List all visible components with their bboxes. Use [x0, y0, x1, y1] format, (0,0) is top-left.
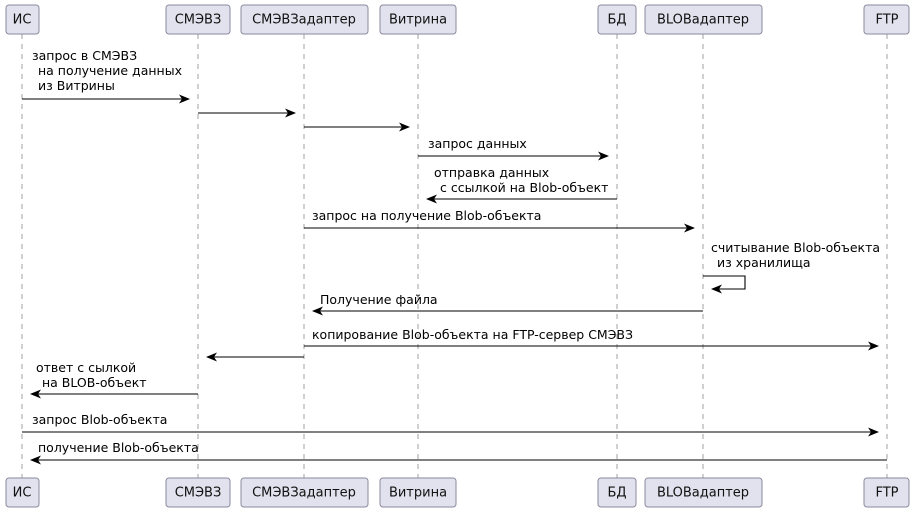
message-label: копирование Blob-объекта на FTP-сервер С… [312, 327, 633, 342]
message-label-line: Получение файла [320, 292, 438, 307]
participant-label: BLOBадаптер [657, 486, 749, 501]
message-label: запрос Blob-объекта [32, 412, 167, 427]
message-label: запрос данных [428, 136, 527, 151]
participant-box [863, 4, 910, 35]
participant-label: ИС [13, 13, 32, 28]
participant-box [5, 477, 40, 508]
participant-is-footer[interactable]: ИС [5, 477, 40, 508]
participant-adapter-footer[interactable]: СМЭВЗадаптер [240, 477, 369, 508]
participant-adapter-header[interactable]: СМЭВЗадаптер [240, 4, 369, 35]
message-label-line: считывание Blob-объекта [711, 240, 880, 255]
message-m9[interactable]: копирование Blob-объекта на FTP-сервер С… [304, 327, 879, 351]
participant-bd-header[interactable]: БД [597, 4, 637, 35]
message-label-line: на BLOB-объект [42, 375, 147, 390]
participant-label: СМЭВЗадаптер [252, 486, 356, 501]
participant-label: Витрина [389, 486, 447, 501]
message-m4[interactable]: запрос данных [418, 136, 609, 161]
participant-label: BLOBадаптер [657, 13, 749, 28]
participant-label: БД [607, 13, 626, 28]
participant-is-header[interactable]: ИС [5, 4, 40, 35]
participant-label: БД [607, 486, 626, 501]
lifelines-layer [21, 34, 888, 478]
message-label-line: ответ с сылкой [36, 360, 136, 375]
message-label: запрос на получение Blob-объекта [312, 208, 541, 223]
participant-label: Витрина [389, 13, 447, 28]
participant-box [165, 477, 231, 508]
participant-label: СМЭВЗадаптер [252, 13, 356, 28]
participant-label: СМЭВЗ [175, 13, 222, 28]
message-m8[interactable]: Получение файла [312, 292, 703, 316]
message-label-line: получение Blob-объекта [38, 440, 199, 455]
participant-label: СМЭВЗ [175, 486, 222, 501]
participant-ftp-header[interactable]: FTP [863, 4, 910, 35]
participant-box [379, 477, 457, 508]
participant-box [863, 477, 910, 508]
participant-label: FTP [875, 486, 898, 501]
participant-vitrina-footer[interactable]: Витрина [379, 477, 457, 508]
message-label-line: запрос данных [428, 136, 527, 151]
message-label-line: из хранилища [717, 255, 811, 270]
message-label-line: запрос Blob-объекта [32, 412, 167, 427]
participant-box [379, 4, 457, 35]
message-label-line: на получение данных [38, 63, 182, 78]
participant-box [240, 477, 369, 508]
message-m12[interactable]: запрос Blob-объекта [22, 412, 879, 437]
participant-ftp-footer[interactable]: FTP [863, 477, 910, 508]
participant-smev3-header[interactable]: СМЭВЗ [165, 4, 231, 35]
participant-box [644, 477, 763, 508]
message-m6[interactable]: запрос на получение Blob-объекта [304, 208, 695, 233]
message-label-line: запрос на получение Blob-объекта [312, 208, 541, 223]
message-m13[interactable]: получение Blob-объекта [30, 440, 887, 465]
participant-vitrina-header[interactable]: Витрина [379, 4, 457, 35]
participant-bd-footer[interactable]: БД [597, 477, 637, 508]
message-label-line: из Витрины [38, 78, 115, 93]
participant-box [644, 4, 763, 35]
message-label-line: запрос в СМЭВЗ [32, 48, 137, 63]
message-label: Получение файла [320, 292, 438, 307]
participant-blob-header[interactable]: BLOBадаптер [644, 4, 763, 35]
participant-smev3-footer[interactable]: СМЭВЗ [165, 477, 231, 508]
participant-box [597, 4, 637, 35]
participant-box [5, 4, 40, 35]
message-label-line: копирование Blob-объекта на FTP-сервер С… [312, 327, 633, 342]
participant-blob-footer[interactable]: BLOBадаптер [644, 477, 763, 508]
participant-box [597, 477, 637, 508]
message-label-line: отправка данных [434, 165, 549, 180]
participant-box [240, 4, 369, 35]
message-label: получение Blob-объекта [38, 440, 199, 455]
participant-label: FTP [875, 13, 898, 28]
participant-label: ИС [13, 486, 32, 501]
participant-box [165, 4, 231, 35]
message-self-loop [703, 275, 746, 294]
message-label-line: с ссылкой на Blob-объект [440, 180, 608, 195]
